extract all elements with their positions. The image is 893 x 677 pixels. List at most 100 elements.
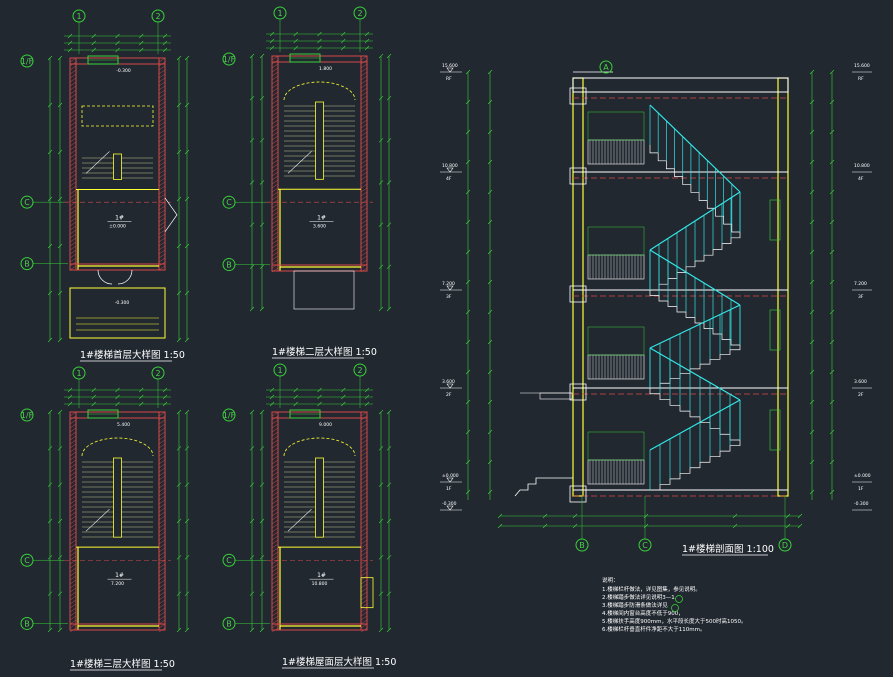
wall-bottom bbox=[271, 623, 368, 631]
dim-tick bbox=[809, 99, 815, 105]
dim-tick bbox=[176, 243, 182, 249]
dim-tick bbox=[497, 523, 503, 529]
wall-hatch bbox=[158, 153, 166, 159]
dim-tick bbox=[47, 591, 53, 596]
wall-hatch bbox=[360, 547, 368, 553]
wall-hatch bbox=[360, 527, 368, 533]
wall-hatch bbox=[271, 91, 279, 97]
dim-tick bbox=[184, 627, 190, 633]
wall-hatch bbox=[158, 539, 166, 545]
wall-hatch bbox=[360, 487, 368, 493]
wall-hatch bbox=[360, 479, 368, 485]
dim-tick bbox=[487, 399, 493, 405]
wall-hatch bbox=[271, 555, 279, 561]
room-elevation: 7.200 bbox=[111, 581, 124, 587]
dim-tick bbox=[364, 394, 370, 400]
wall-hatch bbox=[271, 215, 279, 221]
landing-elevation: 5.400 bbox=[117, 422, 130, 428]
dim-tick bbox=[269, 387, 275, 393]
flight-4b bbox=[649, 191, 741, 291]
wall-hatch bbox=[360, 483, 368, 489]
dim-tick bbox=[249, 482, 255, 487]
dim-tick bbox=[829, 339, 835, 345]
dim-tick bbox=[176, 102, 182, 108]
wall-hatch bbox=[360, 155, 368, 161]
wall-hatch bbox=[360, 571, 368, 577]
dim-tick bbox=[386, 264, 392, 270]
wall-hatch bbox=[158, 149, 166, 155]
wall-hatch bbox=[360, 127, 368, 133]
wall-hatch bbox=[360, 615, 368, 621]
wall-hatch bbox=[360, 503, 368, 509]
stair-profile bbox=[649, 388, 740, 441]
wall-hatch bbox=[158, 165, 166, 171]
wall-hatch bbox=[271, 211, 279, 217]
wall-hatch bbox=[271, 131, 279, 137]
wall-hatch bbox=[271, 87, 279, 93]
wall-hatch bbox=[158, 217, 166, 223]
wall-hatch bbox=[158, 475, 166, 481]
stair-profile bbox=[650, 440, 741, 491]
wall-hatch bbox=[360, 455, 368, 461]
beam bbox=[569, 167, 587, 185]
wall-hatch bbox=[360, 55, 368, 61]
wall-hatch bbox=[69, 443, 77, 449]
dim-tick bbox=[829, 429, 835, 435]
dim-tick bbox=[341, 401, 346, 407]
wall-hatch bbox=[158, 205, 166, 211]
dim-tick bbox=[91, 33, 96, 39]
wall-hatch bbox=[271, 423, 279, 429]
dim-tick bbox=[139, 387, 144, 393]
dim-tick bbox=[259, 180, 265, 185]
wall-hatch bbox=[158, 591, 166, 597]
wall-hatch bbox=[69, 455, 77, 461]
dim-tick bbox=[317, 401, 322, 407]
plan-title: 1#楼梯屋面层大样图 1:50 bbox=[282, 656, 396, 669]
door-opening bbox=[769, 199, 781, 241]
dim-tick bbox=[57, 149, 63, 155]
axis-bubble-1-label: 1 bbox=[277, 366, 282, 375]
wall-hatch bbox=[69, 447, 77, 453]
dim-tick bbox=[829, 369, 835, 375]
door-opening bbox=[769, 309, 781, 351]
wall-hatch bbox=[271, 515, 279, 521]
wall-hatch bbox=[158, 507, 166, 513]
dim-tick bbox=[176, 446, 182, 451]
wall-hatch bbox=[69, 579, 77, 585]
dim-tick bbox=[378, 627, 384, 633]
wall-hatch bbox=[360, 451, 368, 457]
level-triangle bbox=[446, 67, 454, 73]
wall-hatch bbox=[69, 547, 77, 553]
wall-hatch bbox=[360, 147, 368, 153]
wall-hatch bbox=[271, 103, 279, 109]
dim-tick bbox=[542, 523, 548, 529]
wall-hatch bbox=[69, 101, 77, 107]
cut-line bbox=[287, 151, 312, 174]
wall-hatch bbox=[360, 543, 368, 549]
wall-hatch bbox=[360, 191, 368, 197]
canopy bbox=[539, 392, 573, 400]
dim-tick bbox=[487, 309, 493, 315]
dim-tick bbox=[184, 482, 190, 487]
stair-well bbox=[315, 457, 324, 538]
wall-hatch bbox=[360, 599, 368, 605]
wall-hatch bbox=[271, 99, 279, 105]
level-value-left: 10.800 bbox=[442, 163, 458, 169]
wall-hatch bbox=[360, 523, 368, 529]
dim-tick bbox=[386, 555, 392, 560]
dim-tick bbox=[115, 40, 120, 46]
wall-hatch bbox=[360, 447, 368, 453]
dim-tick bbox=[57, 518, 63, 524]
wall-hatch bbox=[158, 101, 166, 107]
level-tag-right: 4F bbox=[858, 176, 864, 182]
axis-bubble-2-label: 2 bbox=[357, 9, 362, 18]
dim-tick bbox=[386, 518, 392, 524]
wall-hatch bbox=[360, 411, 368, 417]
wall-hatch bbox=[69, 599, 77, 605]
wall-hatch bbox=[69, 125, 77, 131]
dim-tick bbox=[293, 38, 298, 44]
wall-hatch bbox=[271, 151, 279, 157]
wall-hatch bbox=[158, 85, 166, 91]
dim-tick bbox=[47, 149, 53, 155]
wall-hatch bbox=[158, 105, 166, 111]
